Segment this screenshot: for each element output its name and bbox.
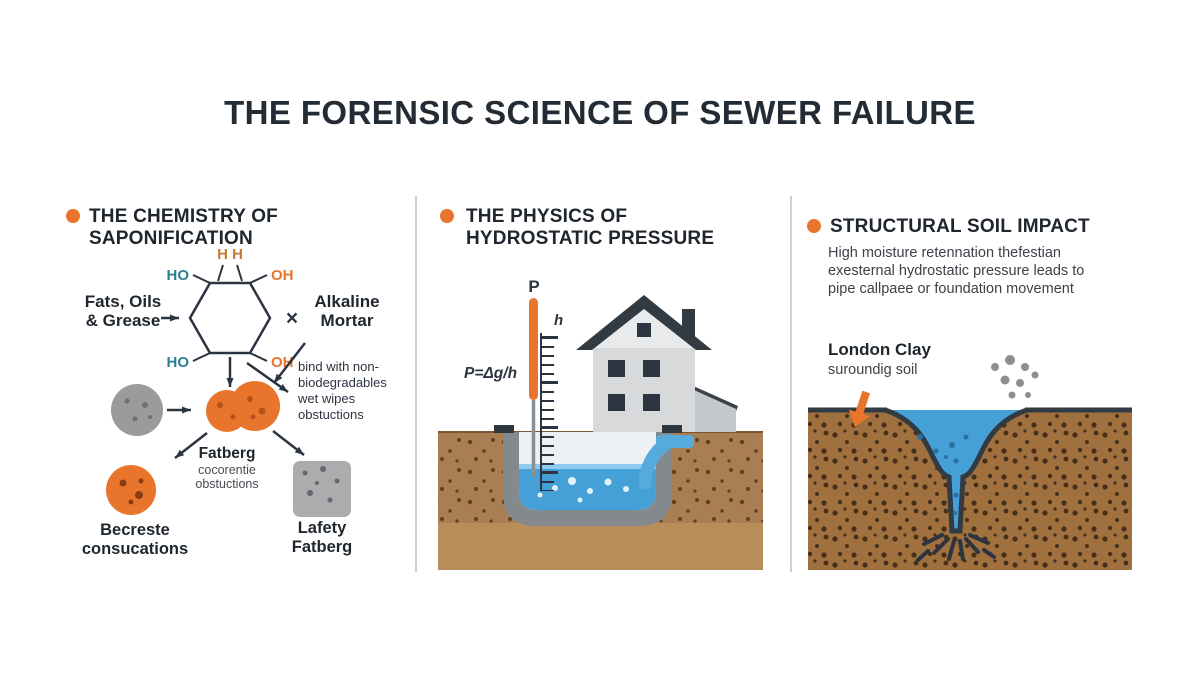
fatberg-deposit-icon: [106, 465, 156, 515]
bond-line: [192, 274, 211, 284]
clay-label: London Clay: [828, 340, 931, 359]
arrow-diagonal-icon: [246, 361, 289, 394]
soil-impact-diagram: STRUCTURAL SOIL IMPACT High moisture ret…: [807, 216, 1132, 570]
bullet-icon: [807, 219, 821, 233]
bottom-right-label-line: Fatberg: [292, 538, 353, 556]
bullet-icon: [440, 209, 454, 223]
times-symbol: ×: [286, 307, 298, 330]
panel-heading-line: THE CHEMISTRY OF: [89, 206, 278, 227]
collapsed-pipe-crater: [808, 407, 1132, 534]
bond-line: [192, 352, 211, 362]
bind-note-line: obstuctions: [298, 407, 364, 422]
hydrostatics-diagram: THE PHYSICS OF HYDROSTATIC PRESSURE: [438, 206, 763, 570]
crack-lines-icon: [916, 533, 996, 562]
panel-divider-2: [790, 196, 792, 572]
bottom-left-label-line: Becreste: [100, 521, 170, 539]
house-icon: [576, 295, 738, 432]
hex-top-label: H H: [217, 246, 243, 263]
bottom-right-label-line: Lafety: [298, 519, 347, 537]
concrete-block-icon: [293, 461, 351, 517]
bond-line: [249, 352, 268, 362]
alkaline-label-line: Alkaline: [314, 292, 379, 311]
fats-label-line: & Grease: [86, 311, 161, 330]
fats-label-line: Fats, Oils: [85, 292, 162, 311]
pressure-label: P: [528, 277, 539, 296]
hex-ho-top-label: HO: [167, 267, 190, 284]
impact-note-line: exesternal hydrostatic pressure leads to: [828, 263, 1084, 279]
arrow-diagonal-icon: [272, 430, 305, 456]
fatberg-label: Fatberg: [199, 445, 256, 462]
fatberg-blob-icon: [206, 381, 280, 432]
hex-oh-top-label: OH: [271, 267, 294, 284]
manometer: [529, 298, 558, 491]
benzene-ring-icon: [188, 281, 272, 355]
bind-note-line: biodegradables: [298, 375, 387, 390]
pressure-formula: P=Δg/h: [464, 365, 517, 382]
bind-note-line: wet wipes: [297, 391, 356, 406]
down-arrow-icon: [848, 390, 870, 428]
fatberg-sub-line: cocorentie: [198, 463, 256, 477]
bottom-left-label-line: consucations: [82, 540, 188, 558]
alkaline-label-line: Mortar: [321, 311, 374, 330]
arrow-diagonal-icon: [174, 432, 208, 459]
panel-divider-1: [415, 196, 417, 572]
hex-ho-bottom-label: HO: [167, 354, 190, 371]
clay-sub-label: suroundig soil: [828, 362, 917, 378]
bind-note-line: bind with non-: [298, 359, 379, 374]
fatberg-sub-line: obstuctions: [195, 477, 258, 491]
water: [519, 434, 694, 510]
grease-blob-icon: [111, 384, 163, 436]
arrow-diagonal-icon: [273, 342, 306, 384]
panel-heading-line: SAPONIFICATION: [89, 228, 253, 249]
bond-line: [217, 264, 224, 282]
height-label: h: [554, 312, 563, 329]
panel-heading-line: HYDROSTATIC PRESSURE: [466, 228, 714, 249]
chemistry-diagram: THE CHEMISTRY OF SAPONIFICATION H H HO O…: [66, 206, 387, 558]
bullet-icon: [66, 209, 80, 223]
panel-heading-line: THE PHYSICS OF: [466, 206, 627, 227]
impact-note-line: pipe callpaee or foundation movement: [828, 281, 1074, 297]
impact-note-line: High moisture retennation thefestian: [828, 245, 1061, 261]
bond-line: [236, 264, 243, 282]
main-title: THE FORENSIC SCIENCE OF SEWER FAILURE: [224, 94, 976, 131]
debris-dots-icon: [991, 355, 1039, 399]
bond-line: [249, 274, 268, 284]
panel-heading: STRUCTURAL SOIL IMPACT: [830, 216, 1090, 237]
